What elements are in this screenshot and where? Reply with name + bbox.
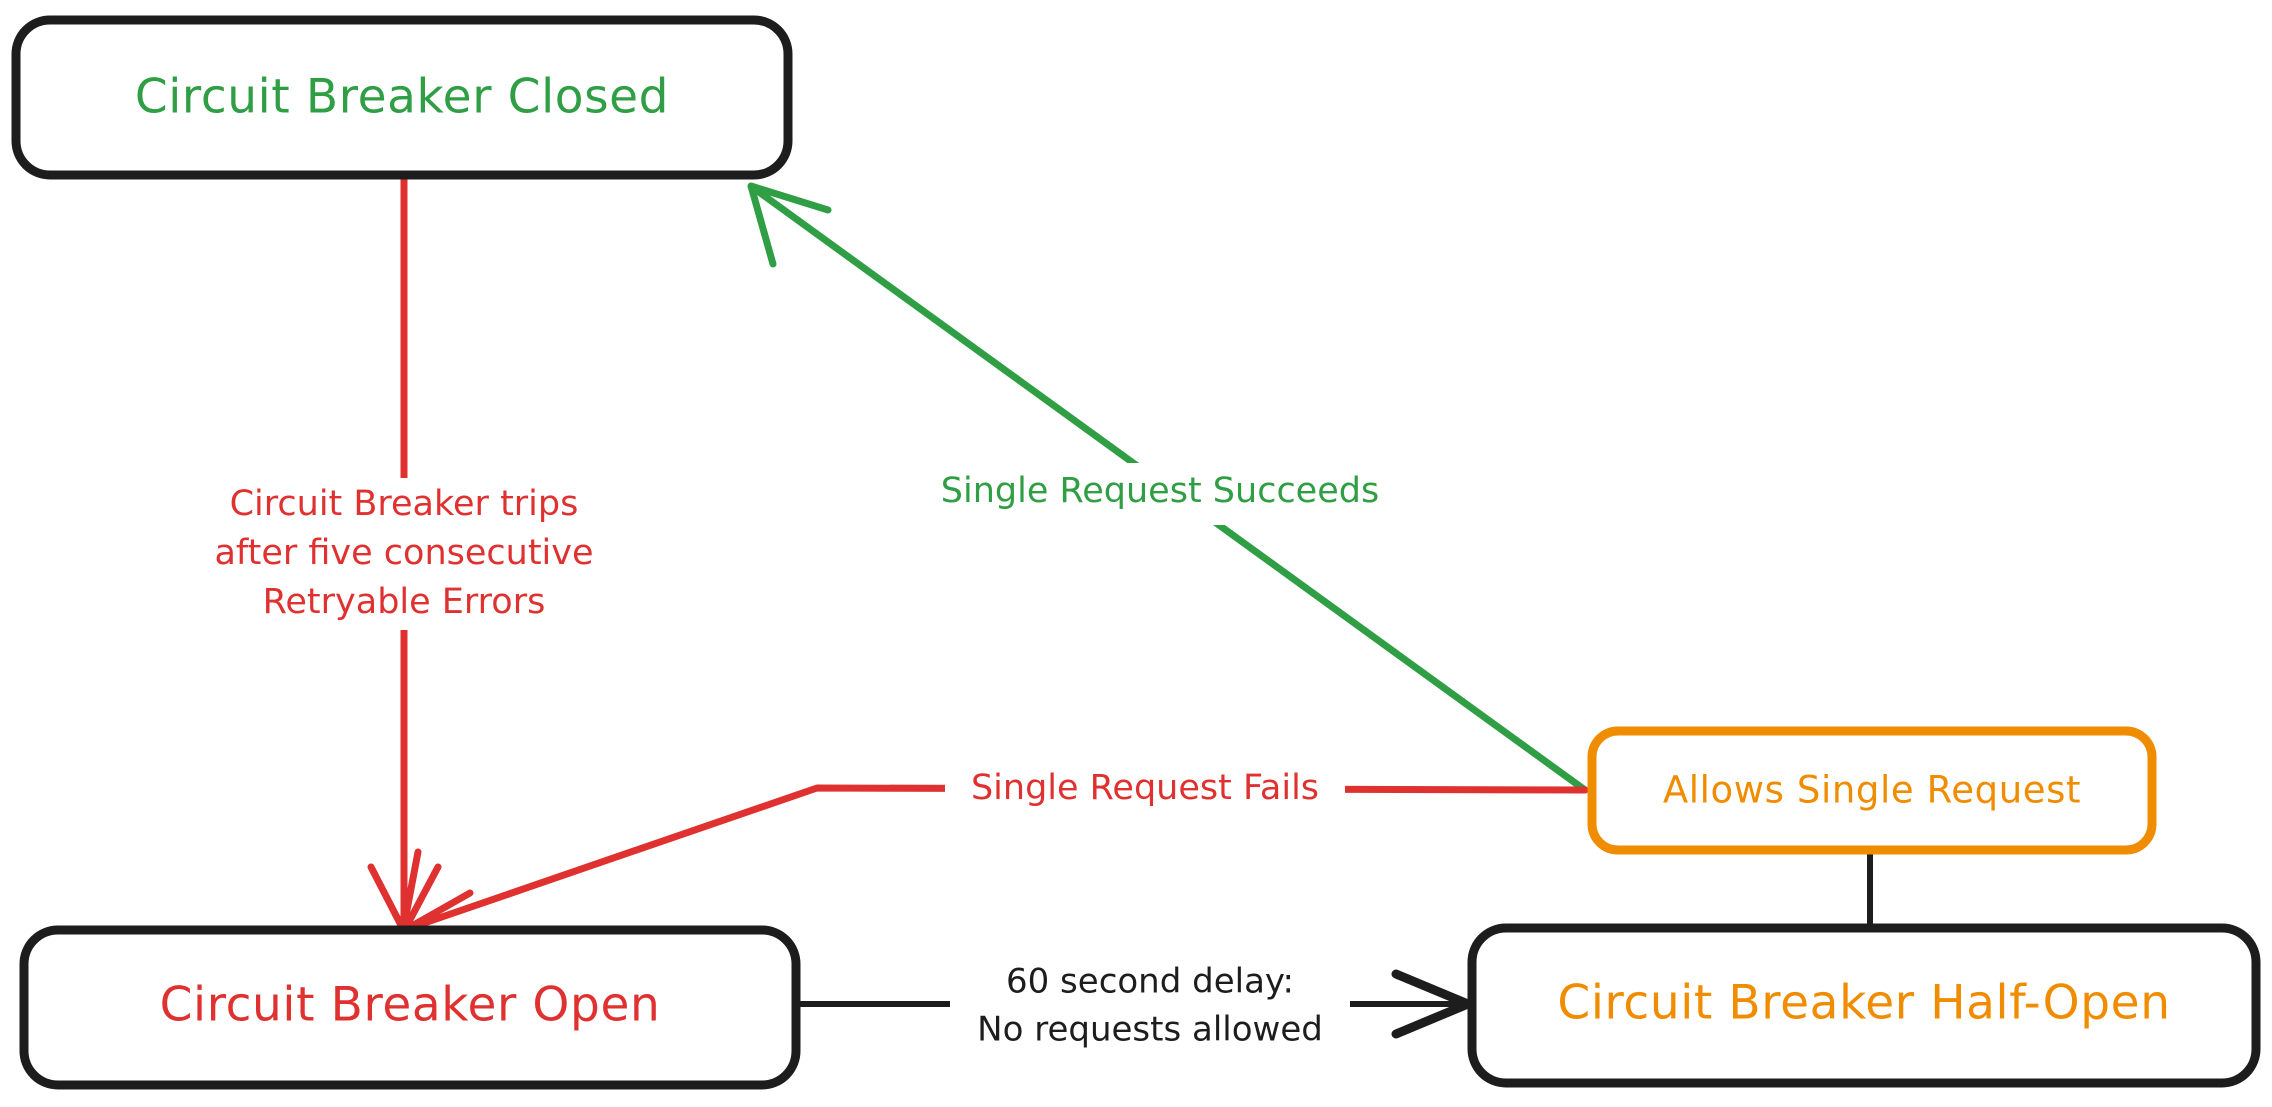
node-circuit-breaker-half-open-box[interactable]: [1467, 923, 2261, 1088]
node-allows-single-request[interactable]: Allows Single Request: [1587, 726, 2157, 855]
edge-label-closed-to-open-backdrop: [178, 478, 634, 630]
edge-label-allows-to-closed: Single Request Succeeds: [910, 463, 1410, 525]
edge-label-allows-to-closed-text: Single Request Succeeds: [941, 471, 1379, 511]
node-circuit-breaker-open-box[interactable]: [19, 925, 801, 1090]
node-circuit-breaker-half-open-label: Circuit Breaker Half-Open: [1557, 976, 2170, 1031]
edge-label-closed-to-open-line2: after five consecutive: [214, 533, 593, 573]
node-circuit-breaker-open[interactable]: Circuit Breaker Open: [19, 925, 801, 1090]
edge-label-allows-to-open-text: Single Request Fails: [971, 768, 1319, 808]
edge-label-allows-to-closed-backdrop: [910, 463, 1410, 525]
edge-label-closed-to-open-line1: Circuit Breaker trips: [230, 484, 579, 524]
node-allows-single-request-box[interactable]: [1587, 726, 2157, 855]
node-circuit-breaker-closed-box[interactable]: [11, 15, 793, 180]
edge-label-closed-to-open: Circuit Breaker trips after five consecu…: [178, 478, 634, 630]
node-circuit-breaker-half-open[interactable]: Circuit Breaker Half-Open: [1467, 923, 2261, 1088]
edge-label-allows-to-open-backdrop: [945, 765, 1345, 815]
edge-label-open-to-halfopen-line2: No requests allowed: [977, 1010, 1323, 1050]
node-circuit-breaker-closed[interactable]: Circuit Breaker Closed: [11, 15, 793, 180]
edge-label-closed-to-open-line3: Retryable Errors: [263, 582, 546, 622]
edge-label-open-to-halfopen-line1: 60 second delay:: [1006, 962, 1294, 1002]
edge-allows-to-closed-arrowhead: [747, 182, 832, 268]
node-circuit-breaker-closed-label: Circuit Breaker Closed: [135, 70, 669, 125]
node-circuit-breaker-open-label: Circuit Breaker Open: [160, 978, 661, 1033]
edge-label-allows-to-open: Single Request Fails: [945, 765, 1345, 815]
node-allows-single-request-label: Allows Single Request: [1663, 769, 2081, 812]
edge-label-open-to-halfopen-backdrop: [950, 955, 1350, 1055]
edge-label-open-to-halfopen: 60 second delay: No requests allowed: [950, 955, 1350, 1055]
